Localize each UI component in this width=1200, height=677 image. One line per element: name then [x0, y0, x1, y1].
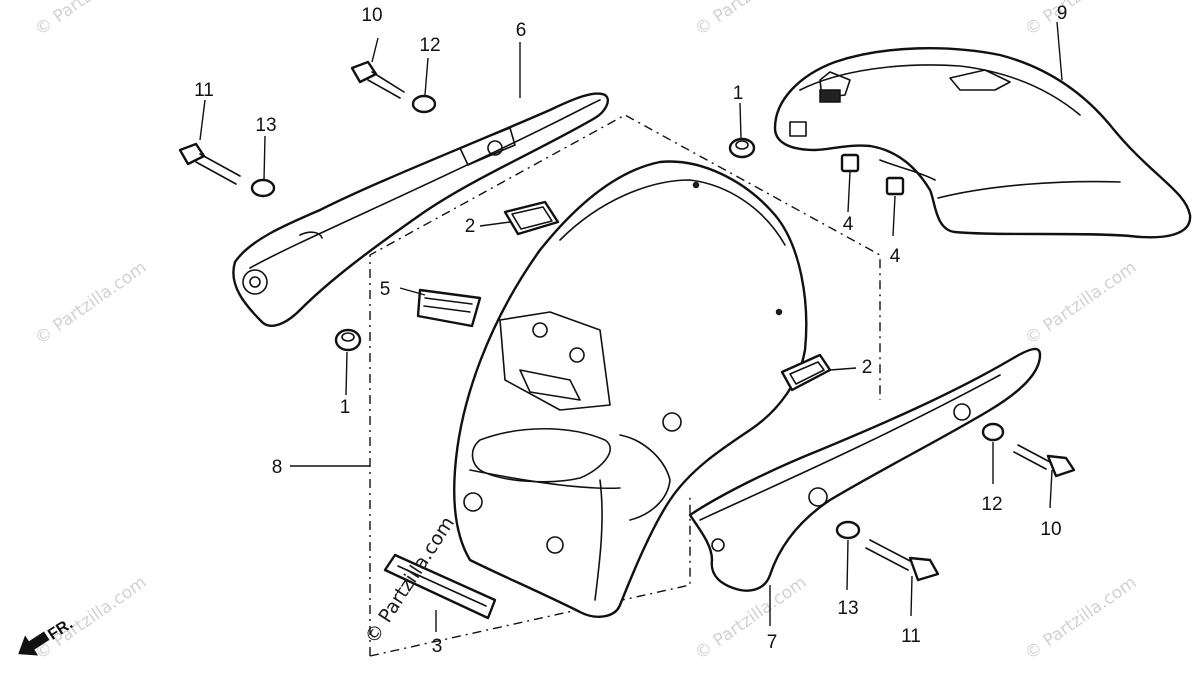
callout-1: 1: [340, 397, 351, 418]
watermark: © Partzilla.com: [31, 0, 150, 40]
pad-5: [416, 288, 482, 328]
bolt-10-top: [350, 60, 405, 99]
washer-12-top: [411, 94, 437, 114]
callout-13: 13: [837, 598, 858, 619]
bolt-11-top: [178, 142, 241, 185]
callout-4: 4: [843, 214, 854, 235]
washer-12-bottom: [981, 422, 1005, 442]
watermark: © Partzilla.com: [31, 257, 150, 349]
bolt-11-bottom: [865, 539, 940, 582]
watermark: © Partzilla.com: [1021, 572, 1140, 664]
leader-lines: [199, 21, 1063, 632]
front-fender: [773, 47, 1192, 239]
callout-9: 9: [1057, 3, 1068, 24]
reflector-rear: [383, 553, 497, 620]
rear-stay-left: [232, 92, 609, 327]
callout-7: 7: [767, 632, 778, 653]
callout-labels: 10 12 6 11 13 1 9 2 4 4 5 2 1 8 12 10 13…: [194, 3, 1067, 657]
callout-13: 13: [255, 115, 276, 136]
callout-5: 5: [380, 279, 391, 300]
watermark: © Partzilla.com: [1021, 257, 1140, 349]
callout-10: 10: [1040, 519, 1061, 540]
callout-1: 1: [733, 83, 744, 104]
clip-4b: [885, 176, 905, 196]
watermark: © Partzilla.com: [1021, 0, 1140, 40]
nut-left: [334, 328, 362, 352]
arrow-left-icon: [18, 631, 50, 656]
callout-2: 2: [862, 357, 873, 378]
callout-12: 12: [419, 35, 440, 56]
callout-8: 8: [272, 457, 283, 478]
assembly-boundary: [290, 114, 881, 657]
watermark: © Partzilla.com: [691, 0, 810, 40]
callout-11: 11: [194, 80, 214, 101]
rear-fender: [453, 160, 808, 618]
clip-4a: [840, 153, 860, 173]
reflector-upper: [503, 200, 560, 236]
callout-12: 12: [981, 494, 1002, 515]
callout-10: 10: [361, 5, 382, 26]
nut-top: [728, 137, 756, 159]
callout-2: 2: [465, 216, 476, 237]
washer-13-bottom: [835, 520, 861, 540]
callout-4: 4: [890, 246, 901, 267]
callout-3: 3: [432, 636, 443, 657]
bolt-10-bottom: [1013, 444, 1076, 478]
callout-6: 6: [516, 20, 527, 41]
rear-stay-right: [688, 347, 1042, 592]
watermark: © Partzilla.com: [31, 572, 150, 664]
washer-13-top: [250, 178, 276, 198]
callout-11: 11: [901, 626, 921, 647]
